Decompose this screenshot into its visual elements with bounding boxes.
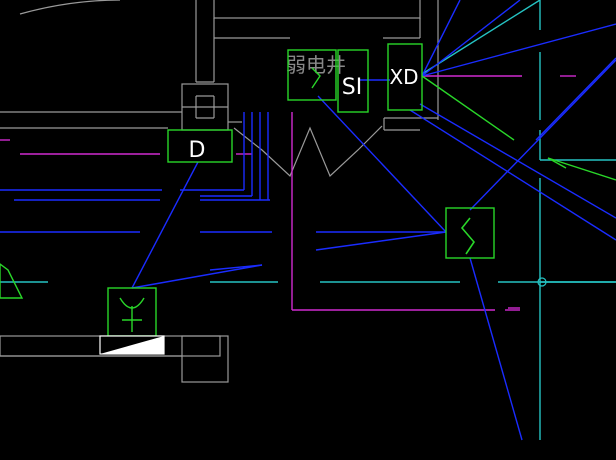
d-box[interactable]: D <box>167 129 233 163</box>
switch-symbol-top[interactable] <box>287 49 337 101</box>
socket-symbol-left[interactable] <box>107 287 157 337</box>
wall-room-top <box>213 0 421 19</box>
weak-current-shaft-label: 弱电井 <box>286 53 346 77</box>
switch-symbol-right[interactable] <box>445 207 495 259</box>
d-label: D <box>189 138 206 163</box>
green-lines <box>0 75 616 299</box>
si-box[interactable]: SI <box>337 49 369 113</box>
cyan-lines <box>0 0 616 440</box>
wall-arc <box>19 0 121 15</box>
crosshair-marker <box>537 277 547 287</box>
xd-box[interactable]: XD <box>387 43 423 111</box>
blue-wires <box>0 0 616 441</box>
xd-label: XD <box>389 65 418 89</box>
distribution-box-symbol[interactable] <box>99 335 165 355</box>
wall-outlines <box>0 0 439 383</box>
si-label: SI <box>342 75 362 100</box>
magenta-lines <box>0 75 576 311</box>
